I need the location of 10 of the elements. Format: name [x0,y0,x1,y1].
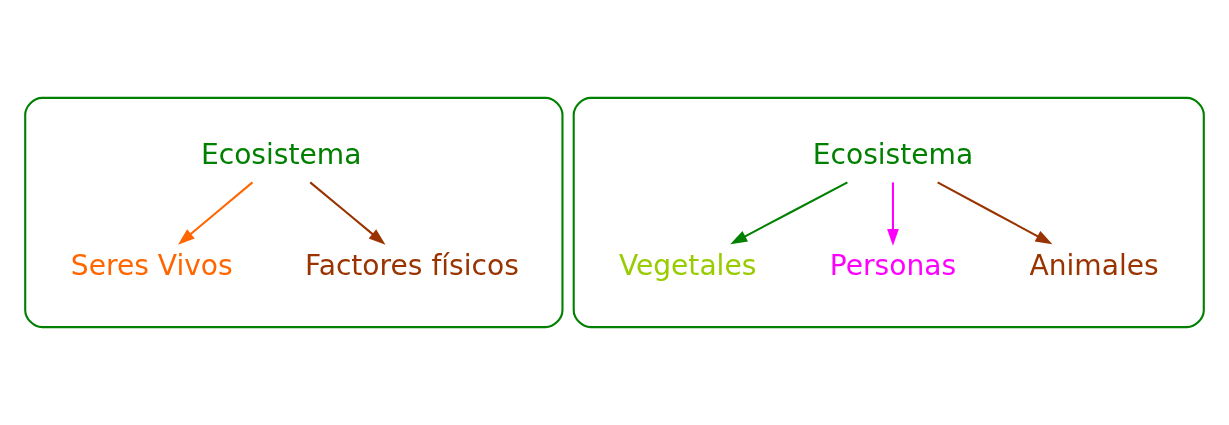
arrow [177,181,254,245]
arrow [309,181,386,245]
node-text: Factores físicos [305,249,519,283]
arrow [730,181,848,245]
node-text: Animales [1029,249,1159,283]
node-text: Vegetales [618,249,757,283]
arrow [937,181,1053,245]
node-text: Personas [829,249,957,283]
node-text: Seres Vivos [70,249,233,283]
arrow [887,182,899,246]
